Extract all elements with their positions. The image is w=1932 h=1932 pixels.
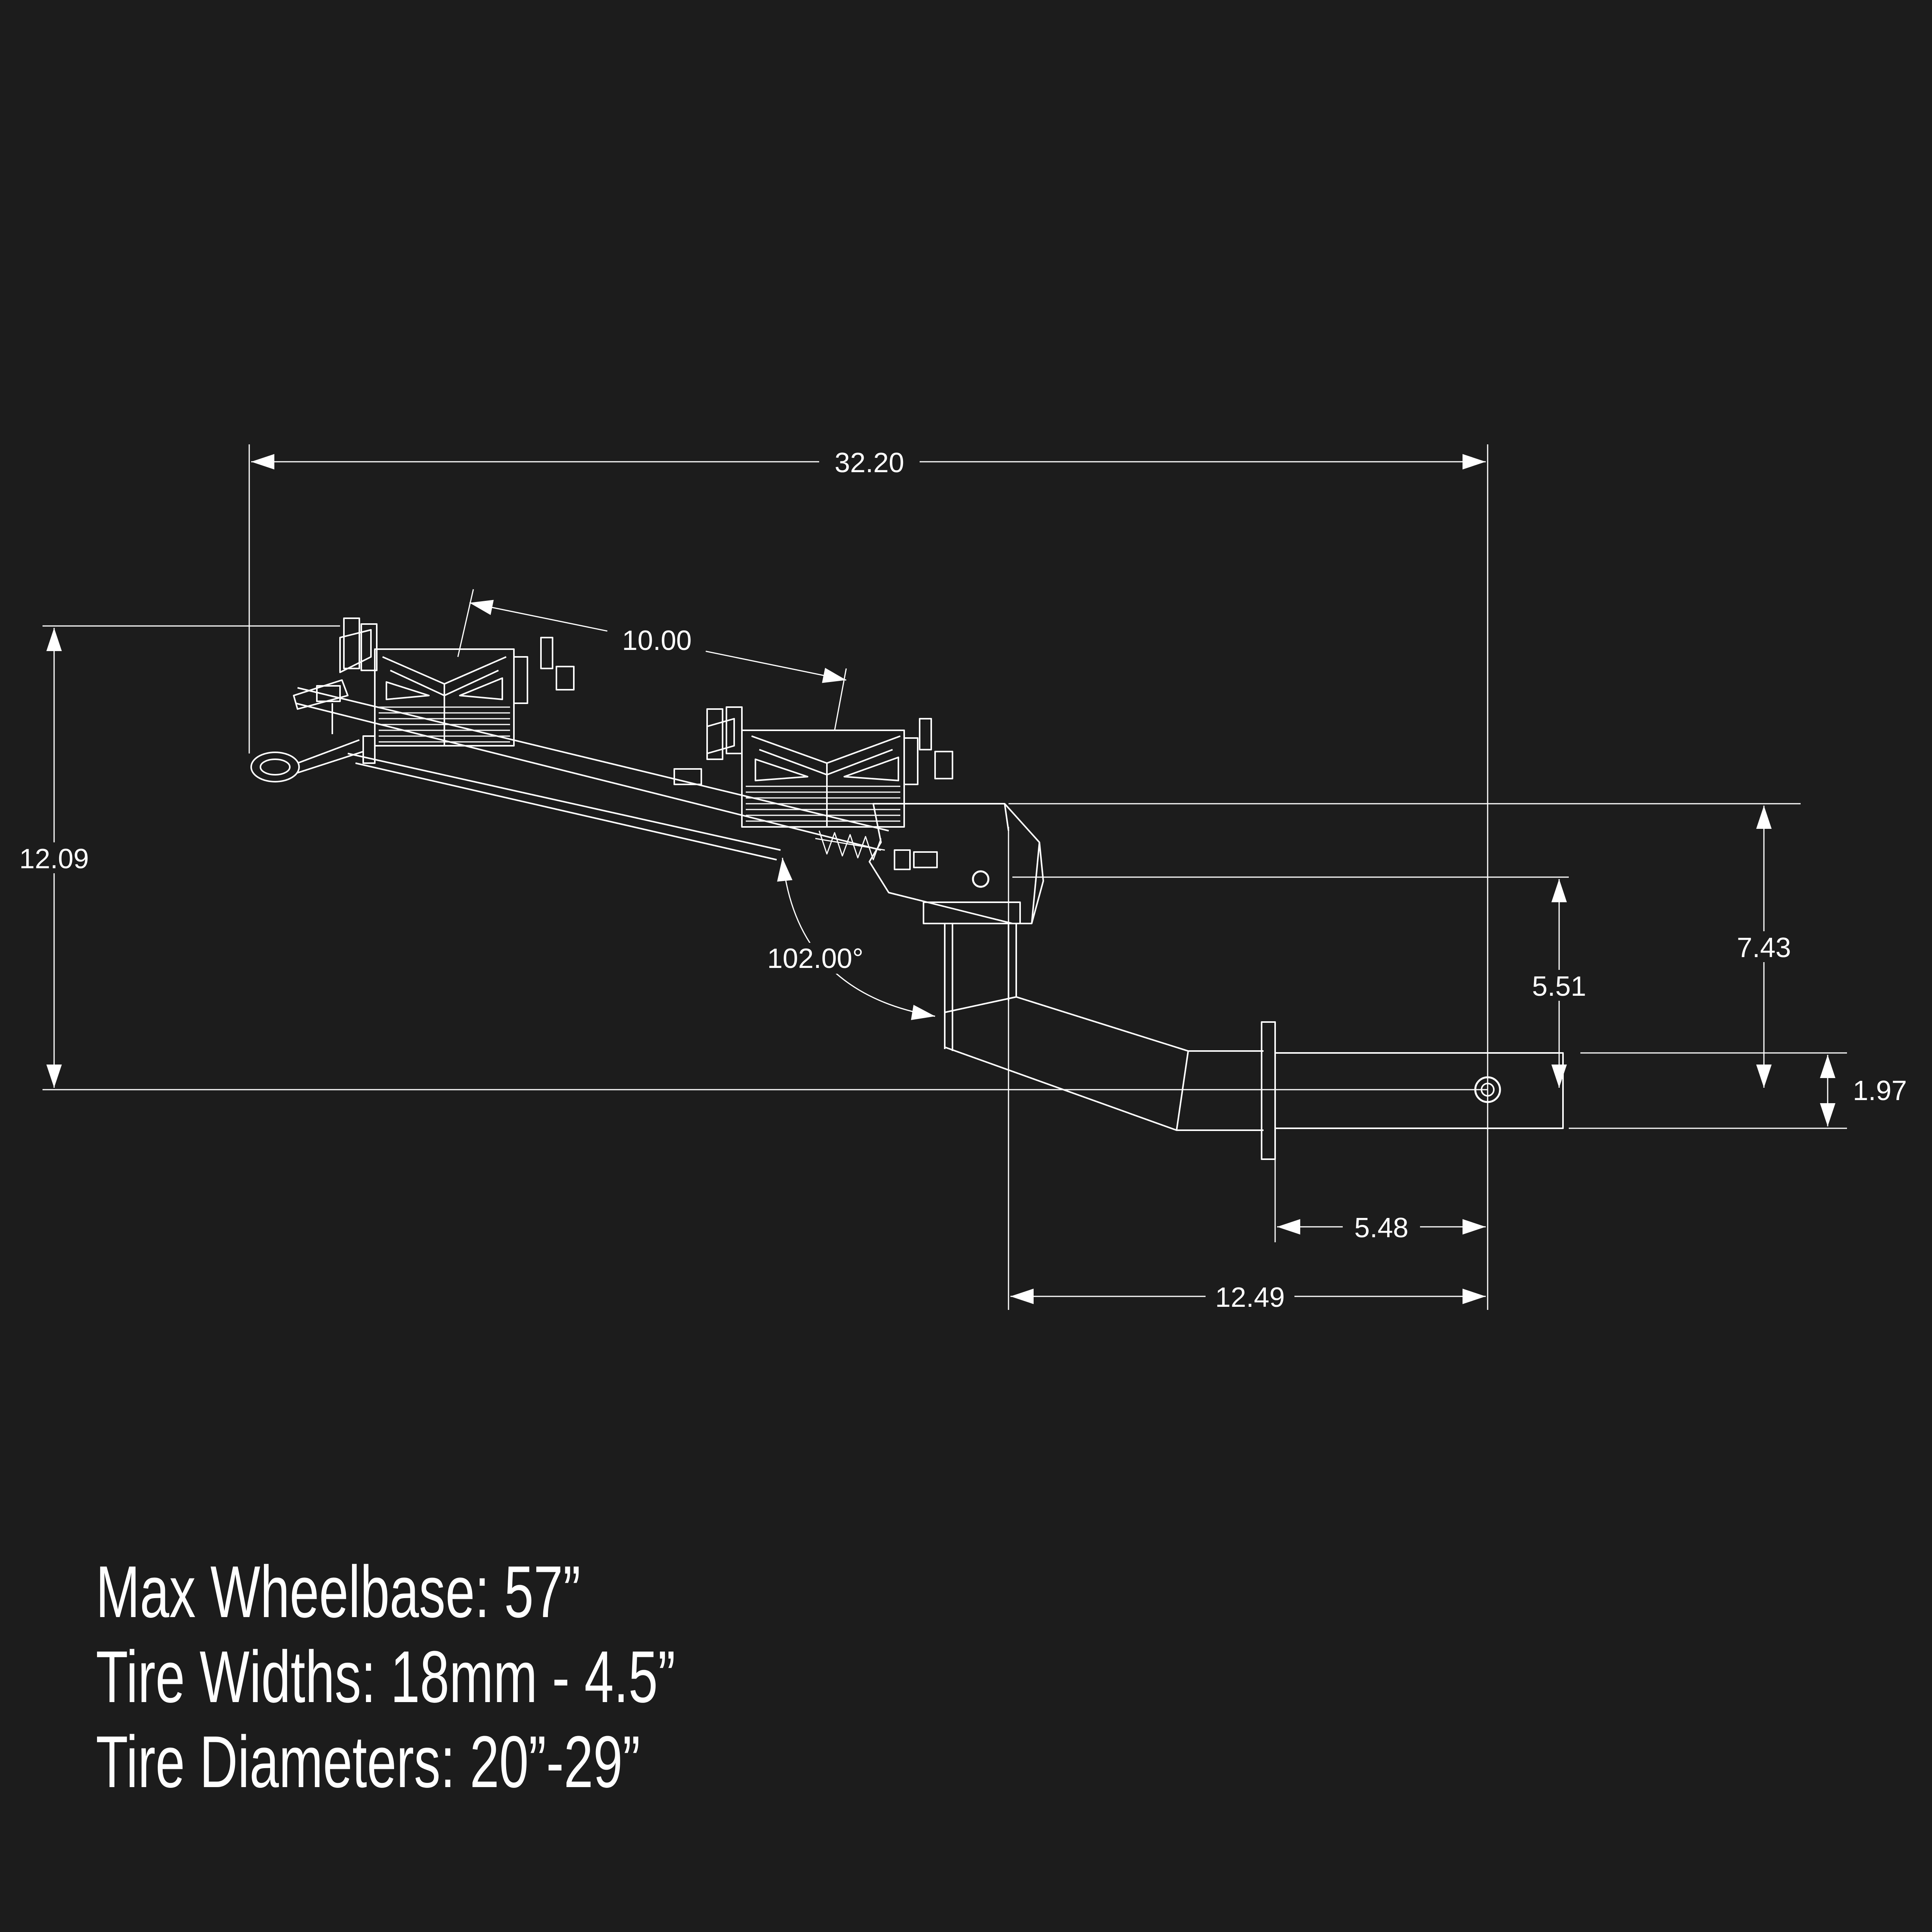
hitch-arm (944, 996, 1264, 1052)
label-receiver-height: 1.97 (1853, 1075, 1907, 1106)
pivot-pin (972, 870, 990, 888)
hitch-pin-inner (1481, 1083, 1495, 1097)
spring (815, 830, 885, 861)
label-height-pivot: 5.51 (1532, 971, 1586, 1002)
label-overall-length: 32.20 (835, 447, 904, 478)
label-height-top-right: 7.43 (1737, 932, 1791, 963)
flange-plate (1261, 1021, 1276, 1160)
extension-lines (43, 444, 1847, 1310)
hitch-pin-outer (1474, 1076, 1501, 1103)
label-angle: 102.00° (767, 943, 863, 974)
pivot-housing (869, 803, 1044, 924)
dimension-labels: 32.20 10.00 12.09 102.00° 7.43 5.51 1.97… (8, 446, 1907, 1313)
bike-rack-outline (250, 617, 1564, 1160)
angle-arc-102 (777, 857, 935, 1020)
label-overall-height: 12.09 (19, 844, 89, 874)
label-pin-to-mast: 12.49 (1215, 1282, 1285, 1313)
spec-tire-widths: Tire Widths: 18mm - 4.5” (96, 1636, 675, 1718)
receiver-tube (1274, 1052, 1564, 1129)
label-tray-spacing: 10.00 (622, 625, 692, 656)
label-pin-to-flange: 5.48 (1354, 1213, 1408, 1243)
spec-max-wheelbase: Max Wheelbase: 57” (96, 1551, 581, 1633)
left-wheel-tray (316, 617, 575, 747)
dimension-lines (46, 454, 1835, 1304)
spec-tire-diameters: Tire Diameters: 20”-29” (96, 1721, 640, 1803)
